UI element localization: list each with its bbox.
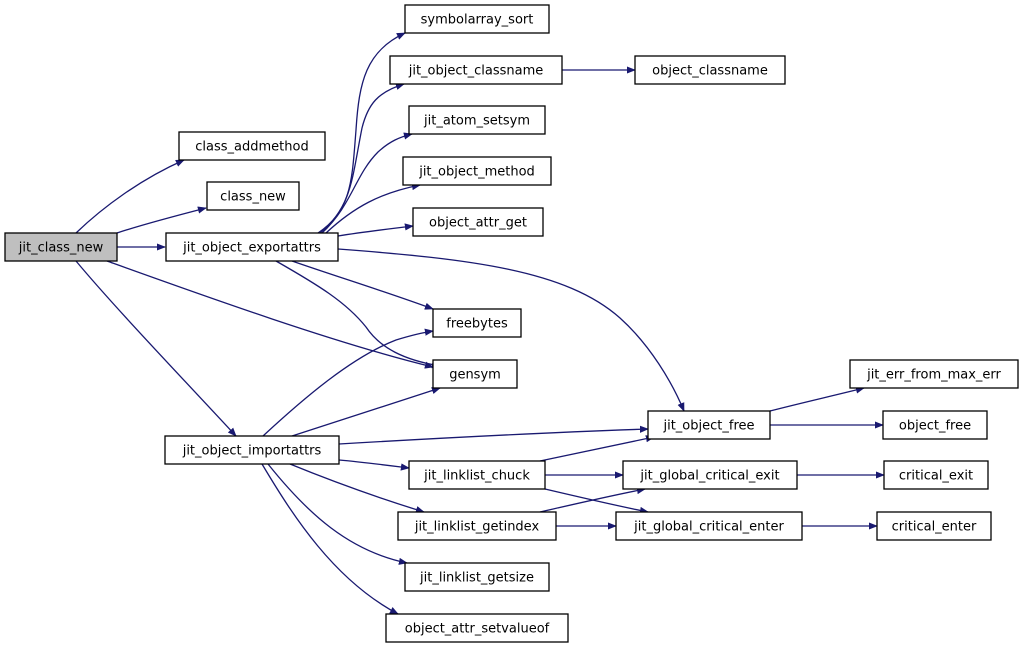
node-label: gensym (449, 368, 501, 383)
edge-jit-linklist-getindex-to-jit-global-critical-exit (539, 487, 646, 513)
node-box (402, 156, 552, 186)
edge-jit-object-free-to-jit-err-from-max-err (769, 386, 865, 412)
node-box (634, 55, 786, 85)
node-gensym[interactable]: gensym (432, 359, 518, 389)
node-box (397, 511, 557, 541)
node-jit-linklist-getsize[interactable]: jit_linklist_getsize (404, 562, 550, 592)
node-jit-object-importattrs[interactable]: jit_object_importattrs (164, 435, 340, 465)
node-jit-atom-setsym[interactable]: jit_atom_setsym (408, 105, 546, 135)
node-label: jit_object_classname (408, 64, 544, 79)
node-label: class_new (220, 190, 286, 205)
node-box (432, 308, 522, 338)
node-freebytes[interactable]: freebytes (432, 308, 522, 338)
edge-jit-object-exportattrs-to-gensym (275, 260, 441, 369)
node-box (4, 232, 118, 262)
edge-jit-class-new-to-jit-object-importattrs (75, 260, 237, 437)
node-object-classname[interactable]: object_classname (634, 55, 786, 85)
node-box (389, 55, 563, 85)
node-label: jit_global_critical_exit (639, 469, 779, 484)
node-label: critical_exit (899, 469, 973, 484)
node-label: critical_enter (892, 520, 977, 535)
node-jit-class-new[interactable]: jit_class_new (4, 232, 118, 262)
node-box (882, 410, 988, 440)
node-class-new[interactable]: class_new (206, 181, 300, 211)
node-jit-err-from-max-err[interactable]: jit_err_from_max_err (849, 359, 1019, 389)
node-box (876, 511, 992, 541)
node-label: jit_global_critical_enter (633, 520, 784, 535)
node-box (432, 359, 518, 389)
node-box (165, 232, 339, 262)
node-jit-linklist-chuck[interactable]: jit_linklist_chuck (408, 460, 546, 490)
edge-jit-object-importattrs-to-jit-linklist-getsize (267, 463, 408, 565)
node-box (408, 105, 546, 135)
node-box (615, 511, 803, 541)
node-jit-global-critical-enter[interactable]: jit_global_critical_enter (615, 511, 803, 541)
node-label: object_free (899, 419, 971, 434)
node-label: jit_object_importattrs (182, 444, 322, 459)
node-label: freebytes (446, 317, 508, 332)
node-jit-linklist-getindex[interactable]: jit_linklist_getindex (397, 511, 557, 541)
node-label: jit_atom_setsym (423, 114, 530, 129)
node-box (412, 207, 544, 237)
edge-jit-object-exportattrs-to-freebytes (291, 260, 434, 310)
node-label: jit_err_from_max_err (866, 368, 1001, 383)
node-label: jit_object_method (418, 165, 535, 180)
node-box (178, 131, 326, 161)
node-object-attr-setvalueof[interactable]: object_attr_setvalueof (385, 613, 569, 643)
node-box (404, 4, 550, 34)
node-jit-object-exportattrs[interactable]: jit_object_exportattrs (165, 232, 339, 262)
node-label: jit_linklist_getsize (419, 571, 534, 586)
node-class-addmethod[interactable]: class_addmethod (178, 131, 326, 161)
node-label: jit_class_new (18, 241, 104, 256)
node-label: object_classname (652, 64, 768, 79)
node-box (206, 181, 300, 211)
node-jit-global-critical-exit[interactable]: jit_global_critical_exit (622, 460, 798, 490)
edge-jit-class-new-to-gensym (106, 260, 434, 369)
node-label: class_addmethod (195, 140, 308, 155)
node-label: jit_object_free (662, 419, 754, 434)
edge-jit-object-importattrs-to-jit-linklist-chuck (338, 459, 410, 471)
edge-jit-object-importattrs-to-jit-object-free (338, 425, 649, 445)
node-label: jit_linklist_getindex (414, 520, 540, 535)
node-object-attr-get[interactable]: object_attr_get (412, 207, 544, 237)
edge-jit-object-exportattrs-to-jit-object-method (325, 183, 421, 234)
node-symbolarray-sort[interactable]: symbolarray_sort (404, 4, 550, 34)
node-jit-object-method[interactable]: jit_object_method (402, 156, 552, 186)
edge-jit-object-exportattrs-to-jit-object-classname (319, 82, 405, 234)
edges (75, 32, 885, 615)
edge-jit-object-exportattrs-to-jit-object-free (337, 248, 685, 412)
node-object-free[interactable]: object_free (882, 410, 988, 440)
node-label: object_attr_setvalueof (405, 622, 550, 637)
edge-jit-object-importattrs-to-freebytes (262, 328, 434, 437)
node-box (883, 460, 989, 490)
edge-jit-object-importattrs-to-object-attr-setvalueof (261, 463, 399, 615)
edge-jit-object-importattrs-to-gensym (291, 387, 441, 437)
node-label: object_attr_get (429, 216, 527, 231)
edge-jit-linklist-chuck-to-jit-object-free (539, 435, 655, 462)
node-label: jit_linklist_chuck (423, 469, 530, 484)
node-box (647, 410, 771, 440)
node-box (849, 359, 1019, 389)
edge-jit-linklist-chuck-to-jit-global-critical-enter (544, 488, 649, 514)
edge-jit-object-exportattrs-to-object-attr-get (337, 223, 414, 237)
nodes: jit_class_newclass_addmethodclass_newjit… (4, 4, 1019, 643)
edge-jit-object-importattrs-to-jit-linklist-getindex (289, 463, 425, 514)
node-jit-object-free[interactable]: jit_object_free (647, 410, 771, 440)
edge-jit-class-new-to-class-new (116, 206, 207, 234)
node-box (164, 435, 340, 465)
node-label: jit_object_exportattrs (182, 241, 321, 256)
node-box (622, 460, 798, 490)
node-jit-object-classname[interactable]: jit_object_classname (389, 55, 563, 85)
node-label: symbolarray_sort (421, 13, 534, 28)
node-box (408, 460, 546, 490)
node-critical-enter[interactable]: critical_enter (876, 511, 992, 541)
node-box (404, 562, 550, 592)
node-critical-exit[interactable]: critical_exit (883, 460, 989, 490)
edge-jit-object-exportattrs-to-jit-atom-setsym (321, 132, 413, 234)
edge-jit-class-new-to-class-addmethod (75, 159, 185, 234)
node-box (385, 613, 569, 643)
